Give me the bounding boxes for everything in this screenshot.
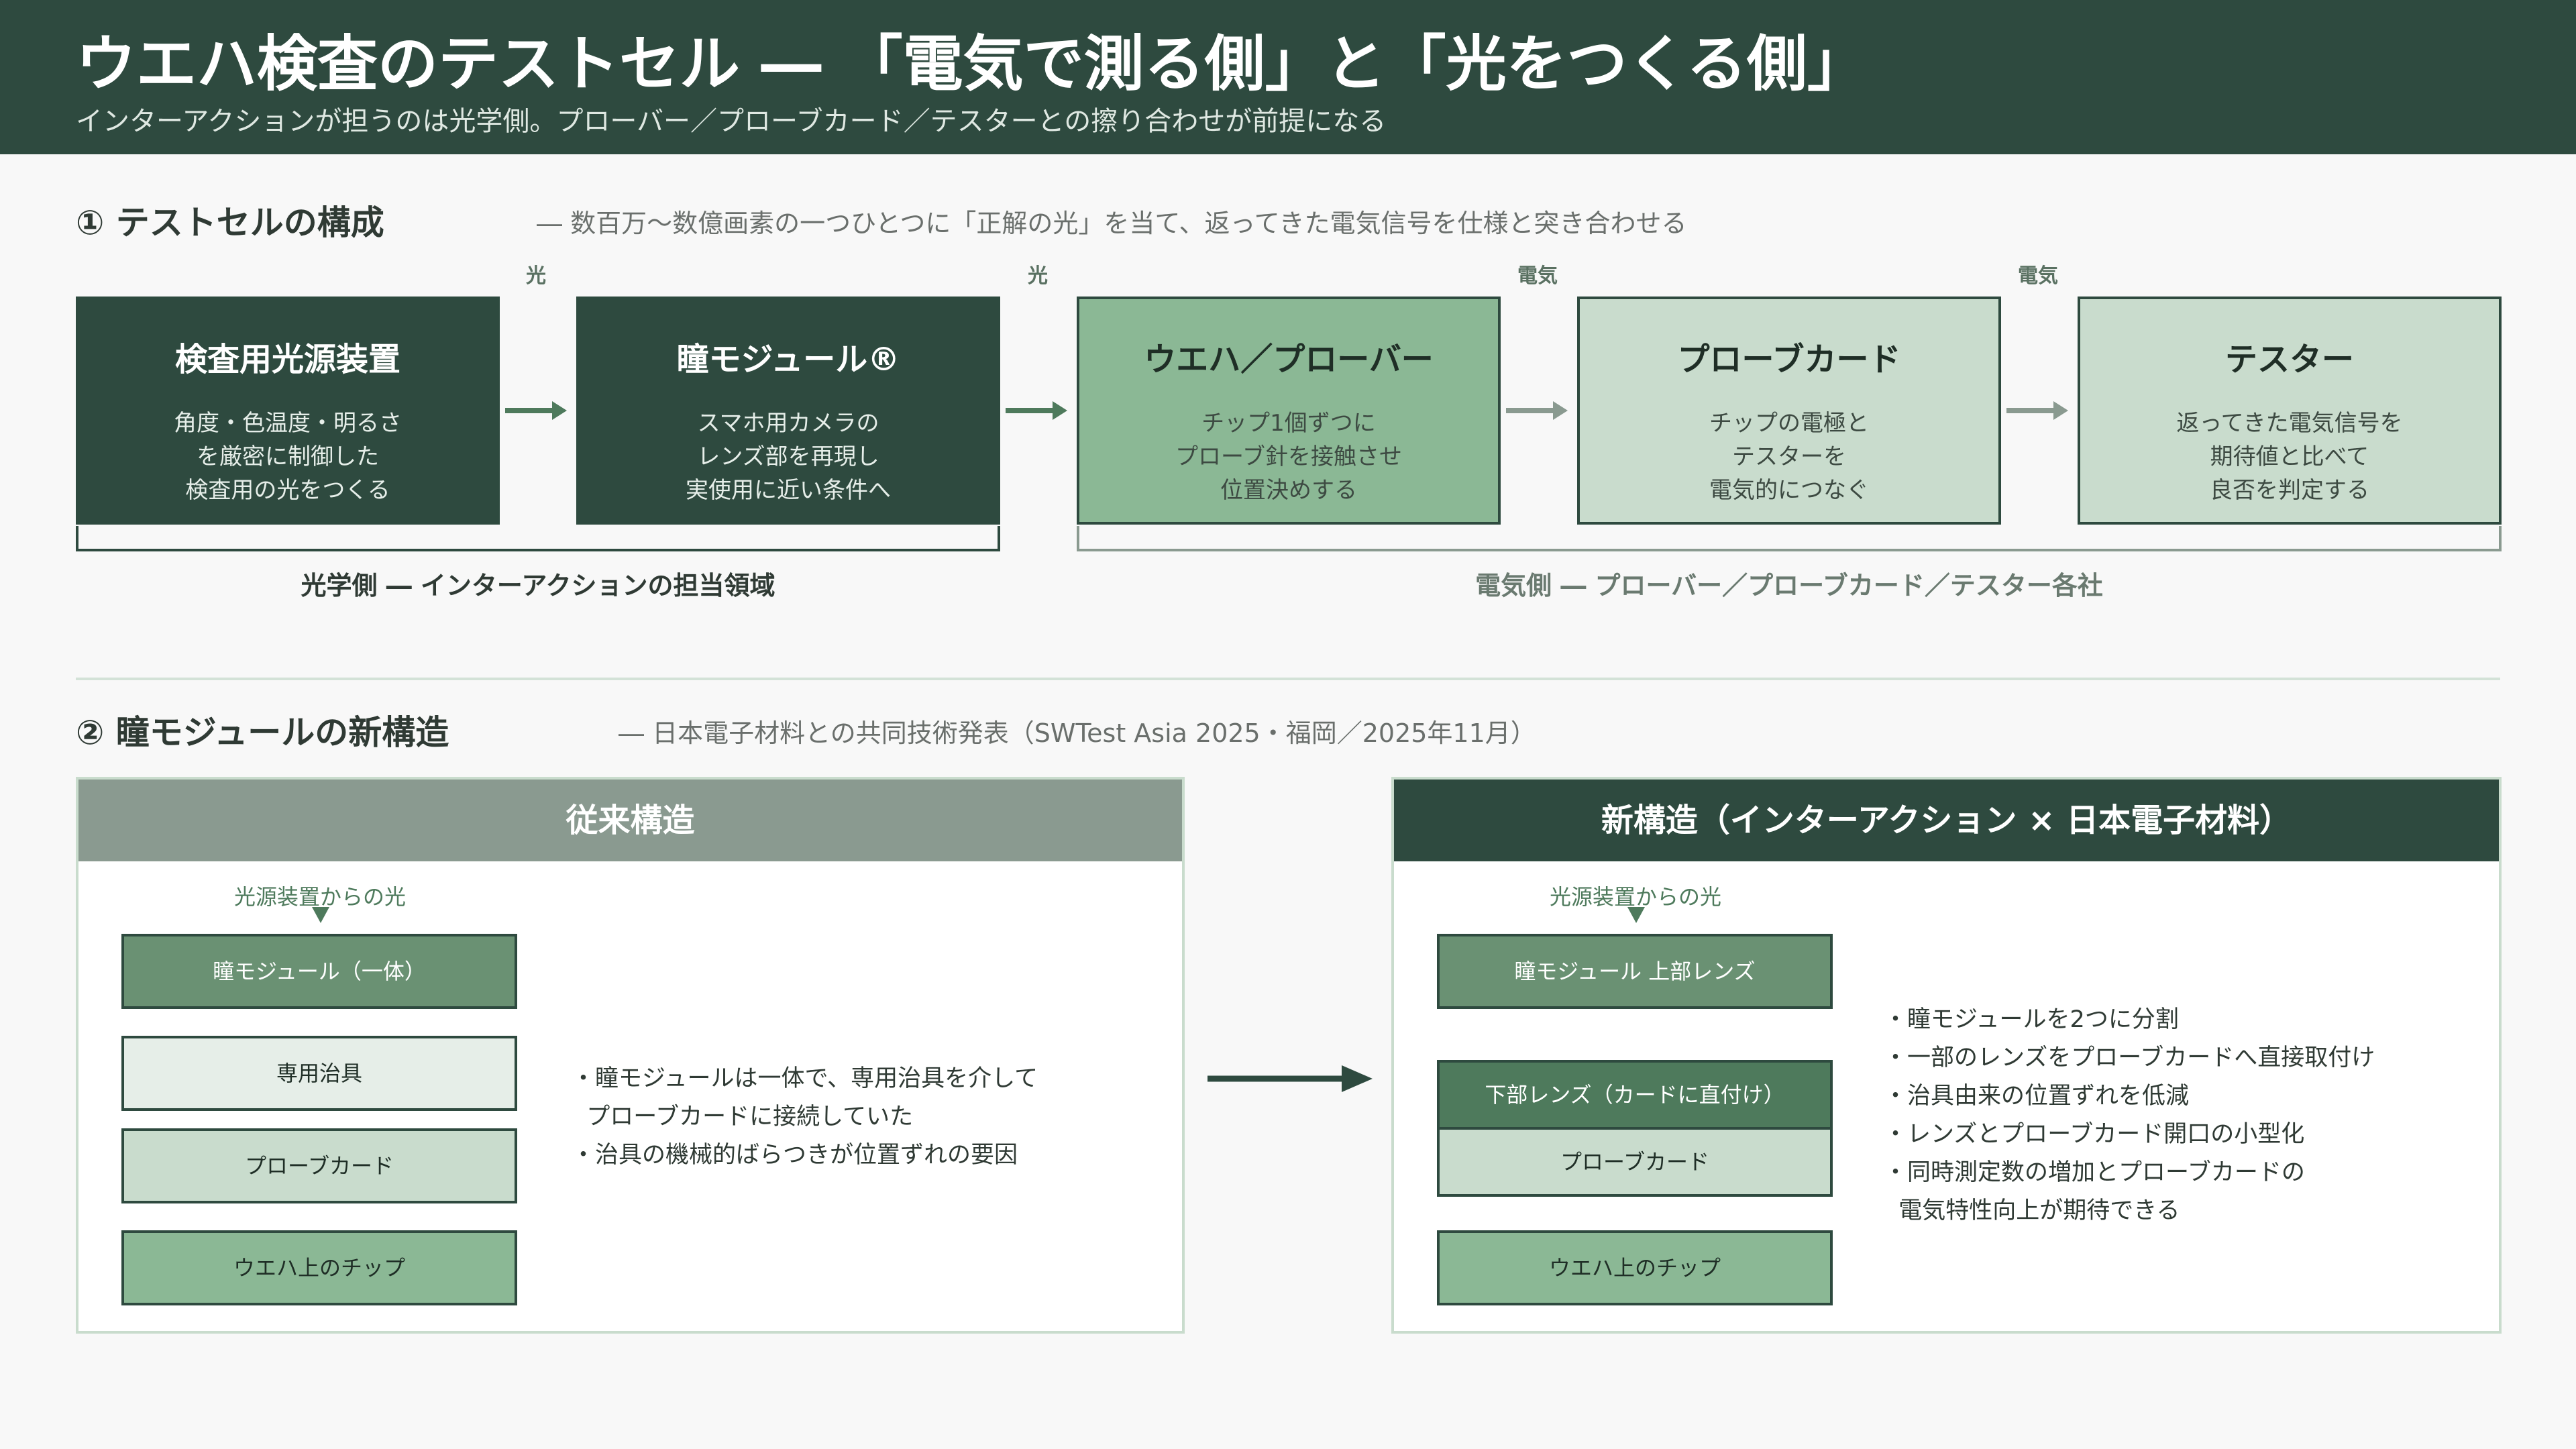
flow-box-desc: チップ1個ずつに プローブ針を接触させ 位置決めする	[1175, 410, 1402, 504]
arrow-down-icon	[1627, 907, 1645, 923]
flow-box-light-source: 検査用光源装置 角度・色温度・明るさ を厳密に制御した 検査用の光をつくる	[76, 297, 500, 525]
flow-label-light-2: 光	[1028, 264, 1048, 288]
section2-title: ② 瞳モジュールの新構造	[76, 713, 449, 752]
bullet-item: プローブカードに接続していた	[572, 1104, 914, 1130]
page-subtitle: インターアクションが担うのは光学側。プローバー／プローブカード／テスターとの擦り…	[76, 106, 1387, 137]
optical-side-label: 光学側 ― インターアクションの担当領域	[301, 571, 775, 600]
flow-label-light-1: 光	[526, 264, 546, 288]
flow-box-desc: チップの電極と テスターを 電気的につなぐ	[1709, 410, 1869, 504]
old-dedicated-jig: 専用治具	[121, 1036, 517, 1111]
bullet-item: ・一部のレンズをプローブカードへ直接取付け	[1884, 1044, 2375, 1071]
optical-side-bracket	[76, 526, 1000, 551]
section-divider	[76, 678, 2500, 680]
bullet-item: ・瞳モジュールは一体で、専用治具を介して	[572, 1065, 1038, 1092]
arrow-right-icon	[1506, 401, 1568, 420]
flow-label-electric-2: 電気	[2018, 264, 2058, 288]
flow-box-title: テスター	[2224, 341, 2354, 378]
old-structure-bullets: ・瞳モジュールは一体で、専用治具を介して プローブカードに接続していた ・治具の…	[572, 1060, 1038, 1175]
flow-box-tester: テスター 返ってきた電気信号を 期待値と比べて 良否を判定する	[2078, 297, 2502, 525]
flow-box-desc: 角度・色温度・明るさ を厳密に制御した 検査用の光をつくる	[174, 410, 402, 504]
bullet-item: ・同時測定数の増加とプローブカードの	[1884, 1159, 2305, 1186]
section2-note: ― 日本電子材料との共同技術発表（SWTest Asia 2025・福岡／202…	[619, 718, 1536, 748]
bullet-item: ・瞳モジュールを2つに分割	[1884, 1006, 2179, 1033]
bullet-item: 電気特性向上が期待できる	[1884, 1197, 2180, 1224]
arrow-right-icon	[1006, 401, 1067, 420]
arrow-down-icon	[312, 907, 329, 923]
arrow-right-icon	[2006, 401, 2068, 420]
old-structure-head: 従来構造	[78, 780, 1182, 861]
new-structure-bullets: ・瞳モジュールを2つに分割 ・一部のレンズをプローブカードへ直接取付け ・治具由…	[1884, 1001, 2375, 1230]
old-pupil-module: 瞳モジュール（一体）	[121, 934, 517, 1009]
flow-box-desc: スマホ用カメラの レンズ部を再現し 実使用に近い条件へ	[686, 410, 891, 504]
flow-label-electric-1: 電気	[1517, 264, 1558, 288]
light-source-label: 光源装置からの光	[234, 884, 407, 910]
new-probe-card: プローブカード	[1437, 1127, 1833, 1197]
new-upper-lens: 瞳モジュール 上部レンズ	[1437, 934, 1833, 1009]
old-structure-panel: 従来構造 光源装置からの光 瞳モジュール（一体） 専用治具 プローブカード ウエ…	[76, 777, 1185, 1334]
page-title: ウエハ検査のテストセル ― 「電気で測る側」と「光をつくる側」	[76, 29, 1868, 99]
new-structure-panel: 新構造（インターアクション × 日本電子材料） 光源装置からの光 瞳モジュール …	[1391, 777, 2502, 1334]
old-wafer-chip: ウエハ上のチップ	[121, 1230, 517, 1305]
old-probe-card: プローブカード	[121, 1128, 517, 1203]
flow-box-wafer-prober: ウエハ／プローバー チップ1個ずつに プローブ針を接触させ 位置決めする	[1077, 297, 1501, 525]
electrical-side-label: 電気側 ― プローバー／プローブカード／テスター各社	[1475, 571, 2103, 600]
light-source-label: 光源装置からの光	[1550, 884, 1722, 910]
arrow-right-icon	[505, 401, 567, 420]
flow-box-title: プローブカード	[1677, 341, 1901, 378]
page-header: ウエハ検査のテストセル ― 「電気で測る側」と「光をつくる側」 インターアクショ…	[0, 0, 2576, 154]
bullet-item: ・治具由来の位置ずれを低減	[1884, 1083, 2190, 1110]
new-wafer-chip: ウエハ上のチップ	[1437, 1230, 1833, 1305]
bullet-item: ・治具の機械的ばらつきが位置ずれの要因	[572, 1142, 1018, 1169]
section1-title: ① テストセルの構成	[76, 203, 384, 242]
electrical-side-bracket	[1077, 526, 2502, 551]
new-lower-lens: 下部レンズ（カードに直付け）	[1437, 1060, 1833, 1130]
flow-box-pupil-module: 瞳モジュール® スマホ用カメラの レンズ部を再現し 実使用に近い条件へ	[576, 297, 1000, 525]
flow-box-title: 検査用光源装置	[174, 341, 400, 378]
arrow-right-icon	[1208, 1065, 1373, 1092]
section1-note: ― 数百万〜数億画素の一つひとつに「正解の光」を当て、返ってきた電気信号を仕様と…	[537, 209, 1687, 238]
bullet-item: ・レンズとプローブカード開口の小型化	[1884, 1121, 2305, 1148]
flow-box-probe-card: プローブカード チップの電極と テスターを 電気的につなぐ	[1577, 297, 2001, 525]
new-structure-head: 新構造（インターアクション × 日本電子材料）	[1394, 780, 2499, 861]
flow-box-title: 瞳モジュール®	[676, 341, 900, 378]
flow-box-desc: 返ってきた電気信号を 期待値と比べて 良否を判定する	[2176, 410, 2403, 504]
flow-box-title: ウエハ／プローバー	[1144, 341, 1434, 378]
